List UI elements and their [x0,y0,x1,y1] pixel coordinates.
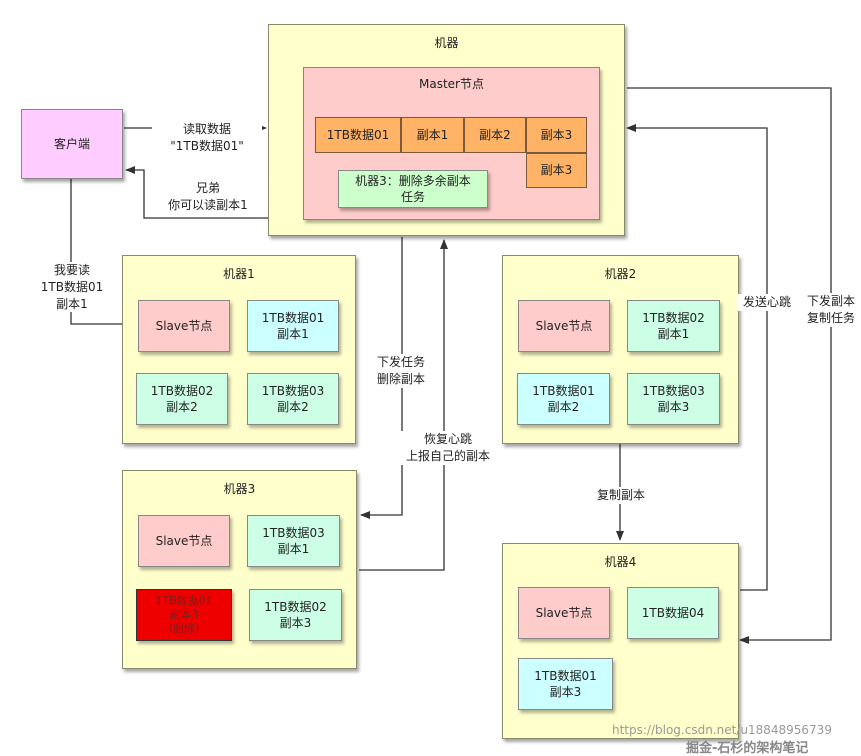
edge-send-heartbeat [626,124,768,591]
machine-3-slave: Slave节点 [138,515,230,567]
master-title: Master节点 [419,77,484,91]
edge-label-client-to-m1: 我要读 1TB数据01 副本1 [32,262,112,313]
machine-1-slave: Slave节点 [138,300,230,352]
edge-issue-copy [627,87,832,644]
edge-heartbeat-recover [359,239,448,571]
master-data-cell: 1TB数据01 [315,117,401,153]
machine-3-data-c: 1TB数据02 副本3 [249,589,342,641]
machine-1-title: 机器1 [223,267,255,281]
edge-label-reply: 兄弟 你可以读副本1 [148,180,268,214]
machine-3-data-a: 1TB数据03 副本1 [247,515,340,567]
edge-label-heartbeat-recover: 恢复心跳 上报自己的副本 [395,431,501,465]
edge-label-send-heartbeat: 发送心跳 [737,294,797,311]
machine-2-data-c: 1TB数据03 副本3 [627,373,720,425]
machine-2-title: 机器2 [604,267,637,281]
edge-issue-task [360,237,403,519]
watermark-url: https://blog.csdn.net/u18848956739 [612,723,832,737]
machine-2-slave: Slave节点 [518,300,610,352]
machine-4-title: 机器4 [604,555,637,569]
master-replica-2: 副本2 [464,117,526,153]
machine-4-data-b: 1TB数据01 副本3 [518,658,613,710]
watermark-signature: 掘金-石杉的架构笔记 [686,741,809,756]
machine-4-slave: Slave节点 [518,587,610,639]
master-replica-3b: 副本3 [526,153,587,188]
machine-3-title: 机器3 [223,482,256,496]
edge-label-issue-task: 下发任务 删除副本 [365,354,437,388]
master-replica-1: 副本1 [401,117,464,153]
main-machine-title: 机器 [434,36,459,50]
edge-client-to-m1 [70,178,137,328]
edge-label-issue-copy: 下发副本 复制任务 [800,293,861,327]
edge-reply [125,166,268,219]
machine-1-data-b: 1TB数据02 副本2 [136,373,228,425]
master-replica-3a: 副本3 [526,117,587,153]
edge-label-copy-replica: 复制副本 [590,487,652,504]
machine-1-data-a: 1TB数据01 副本1 [247,300,339,352]
machine-1-data-c: 1TB数据03 副本2 [247,373,339,425]
edge-label-read-request: 读取数据 "1TB数据01" [152,121,262,155]
machine-3-data-deleted: 1TB数据01 副本3 （删除） [136,589,232,641]
machine-2-data-b: 1TB数据01 副本2 [517,373,610,425]
machine-2-data-a: 1TB数据02 副本1 [627,300,720,352]
client-node: 客户端 [21,109,123,179]
master-delete-task: 机器3：删除多余副本 任务 [338,170,488,208]
machine-4-data-a: 1TB数据04 [627,587,719,639]
